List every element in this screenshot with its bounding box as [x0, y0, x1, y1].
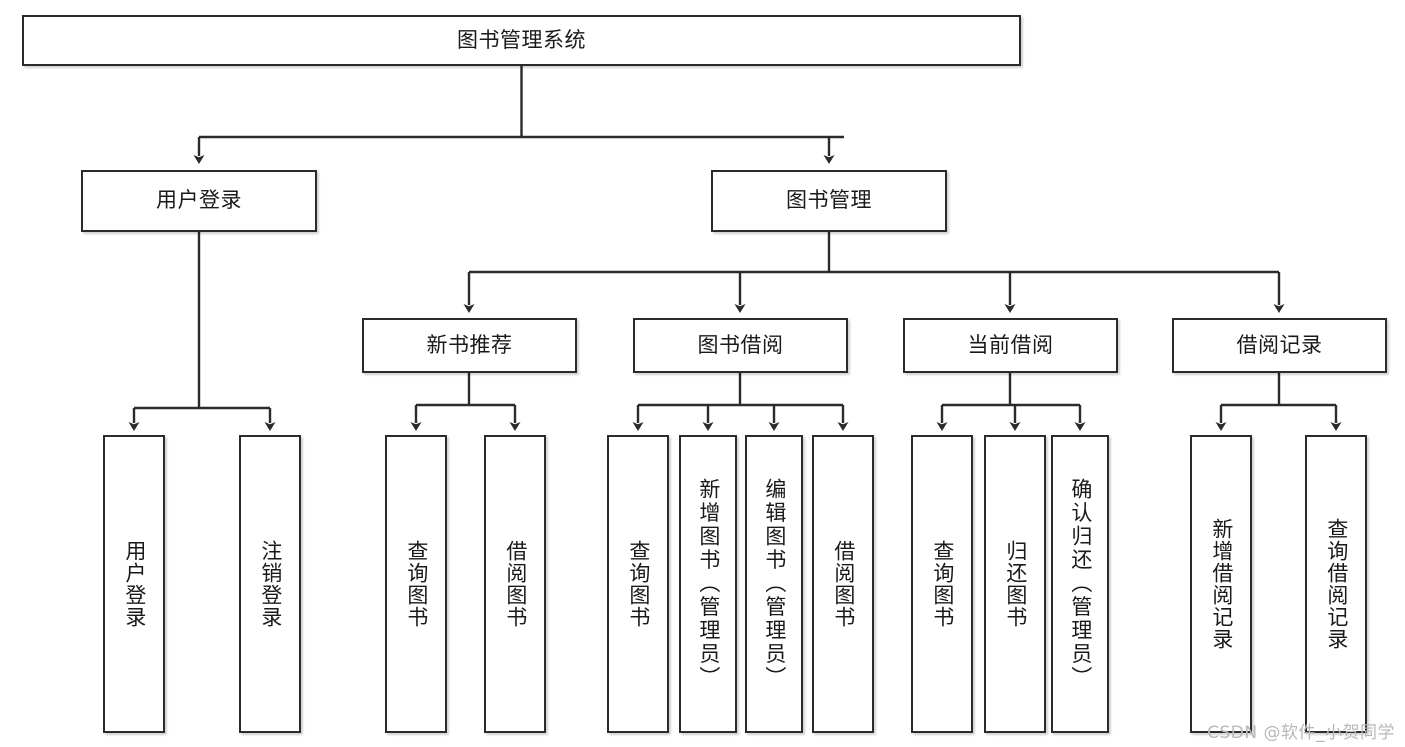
node-current-borrow[interactable]: 当前借阅 — [903, 318, 1118, 373]
node-user-login[interactable]: 用户登录 — [81, 170, 317, 232]
node-book-management[interactable]: 图书管理 — [711, 170, 947, 232]
node-leaf-user-login[interactable]: 用户登录 — [103, 435, 165, 733]
node-leaf-query-book-recommend[interactable]: 查询图书 — [385, 435, 447, 733]
node-label-book-management: 图书管理 — [786, 188, 872, 213]
node-leaf-add-borrow-record[interactable]: 新增借阅记录 — [1190, 435, 1252, 733]
node-label-current-borrow: 当前借阅 — [967, 332, 1054, 357]
node-leaf-query-borrow-record[interactable]: 查询借阅记录 — [1305, 435, 1367, 733]
node-label-leaf-add-book-admin: 新增图书（管理员） — [696, 478, 721, 690]
node-label-leaf-add-borrow-record: 新增借阅记录 — [1209, 518, 1234, 650]
node-leaf-return-book[interactable]: 归还图书 — [984, 435, 1046, 733]
node-leaf-borrow-book[interactable]: 借阅图书 — [812, 435, 874, 733]
node-label-user-login: 用户登录 — [156, 188, 242, 213]
node-label-leaf-query-book-current: 查询图书 — [930, 540, 955, 628]
node-leaf-query-book-borrow[interactable]: 查询图书 — [607, 435, 669, 733]
node-leaf-query-book-current[interactable]: 查询图书 — [911, 435, 973, 733]
node-label-borrow-record: 借阅记录 — [1236, 332, 1323, 357]
node-label-leaf-borrow-book: 借阅图书 — [831, 540, 856, 628]
node-label-leaf-return-book: 归还图书 — [1003, 540, 1028, 628]
node-new-book-recommend[interactable]: 新书推荐 — [362, 318, 577, 373]
node-leaf-edit-book-admin[interactable]: 编辑图书（管理员） — [745, 435, 803, 733]
node-label-leaf-user-login: 用户登录 — [122, 540, 147, 628]
node-label-new-book-recommend: 新书推荐 — [426, 332, 513, 357]
node-leaf-add-book-admin[interactable]: 新增图书（管理员） — [679, 435, 737, 733]
node-label-leaf-borrow-book-recommend: 借阅图书 — [503, 540, 528, 628]
node-label-leaf-query-book-borrow: 查询图书 — [626, 540, 651, 628]
node-label-leaf-edit-book-admin: 编辑图书（管理员） — [762, 478, 787, 690]
node-label-root: 图书管理系统 — [457, 27, 586, 52]
node-label-book-borrow: 图书借阅 — [697, 332, 784, 357]
node-borrow-record[interactable]: 借阅记录 — [1172, 318, 1387, 373]
node-label-leaf-confirm-return-admin: 确认归还（管理员） — [1068, 478, 1093, 690]
node-label-leaf-query-borrow-record: 查询借阅记录 — [1324, 518, 1349, 650]
node-leaf-borrow-book-recommend[interactable]: 借阅图书 — [484, 435, 546, 733]
watermark-text: CSDN @软件_小贺同学 — [1207, 723, 1395, 743]
node-leaf-confirm-return-admin[interactable]: 确认归还（管理员） — [1051, 435, 1109, 733]
node-leaf-logout-login[interactable]: 注销登录 — [239, 435, 301, 733]
node-book-borrow[interactable]: 图书借阅 — [633, 318, 848, 373]
node-label-leaf-logout-login: 注销登录 — [258, 540, 283, 628]
node-label-leaf-query-book-recommend: 查询图书 — [404, 540, 429, 628]
node-root[interactable]: 图书管理系统 — [22, 15, 1021, 66]
